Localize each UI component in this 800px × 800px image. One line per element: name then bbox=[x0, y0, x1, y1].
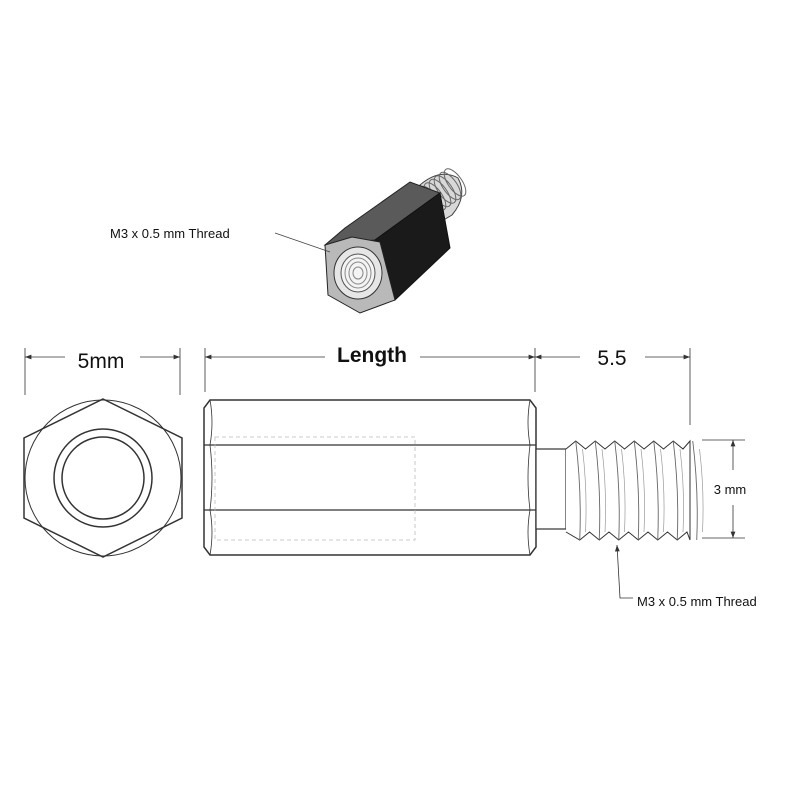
end-hole-outer bbox=[53, 428, 153, 528]
iso-thread-leader bbox=[274, 232, 331, 253]
thread-root-line bbox=[582, 448, 587, 533]
thread-crest-bottom bbox=[565, 531, 691, 541]
thread-root-line bbox=[679, 448, 684, 533]
thread-helix-line bbox=[614, 440, 620, 541]
thread-helix-line bbox=[692, 440, 698, 541]
isometric-view: M3 x 0.5 mm Thread bbox=[110, 168, 467, 314]
thread-root-line bbox=[660, 448, 665, 533]
end-hex-outline bbox=[23, 398, 183, 558]
thread-diameter-label: 3 mm bbox=[714, 482, 747, 497]
side-body-outline bbox=[203, 399, 537, 556]
end-hole-inner bbox=[61, 436, 145, 520]
thread-length-label: 5.5 bbox=[597, 347, 626, 370]
thread-leader bbox=[614, 544, 633, 599]
thread-helix-line bbox=[653, 440, 659, 541]
hidden-thread-hole bbox=[214, 436, 416, 541]
thread-helix-line bbox=[672, 440, 679, 541]
male-thread bbox=[565, 439, 704, 541]
iso-hole-inner bbox=[340, 253, 376, 293]
width-label: 5mm bbox=[78, 350, 125, 373]
thread-root-line bbox=[621, 448, 626, 533]
thread-root-line bbox=[699, 448, 704, 533]
end-chamfer-circle bbox=[24, 399, 182, 557]
thread-helix-line bbox=[594, 440, 601, 541]
end-view bbox=[23, 348, 183, 558]
iso-thread-ring bbox=[443, 168, 467, 197]
thread-root-line bbox=[640, 448, 645, 533]
iso-hole-threads bbox=[344, 257, 372, 289]
thread-neck bbox=[535, 448, 567, 530]
length-label: Length bbox=[337, 344, 407, 367]
iso-thread-label: M3 x 0.5 mm Thread bbox=[110, 226, 230, 241]
thread-label: M3 x 0.5 mm Thread bbox=[637, 594, 757, 609]
side-view bbox=[203, 348, 745, 599]
thread-helix-line bbox=[575, 440, 581, 541]
iso-thread-ring bbox=[438, 171, 462, 201]
thread-helix-line bbox=[633, 440, 640, 541]
thread-root-line bbox=[601, 448, 606, 533]
